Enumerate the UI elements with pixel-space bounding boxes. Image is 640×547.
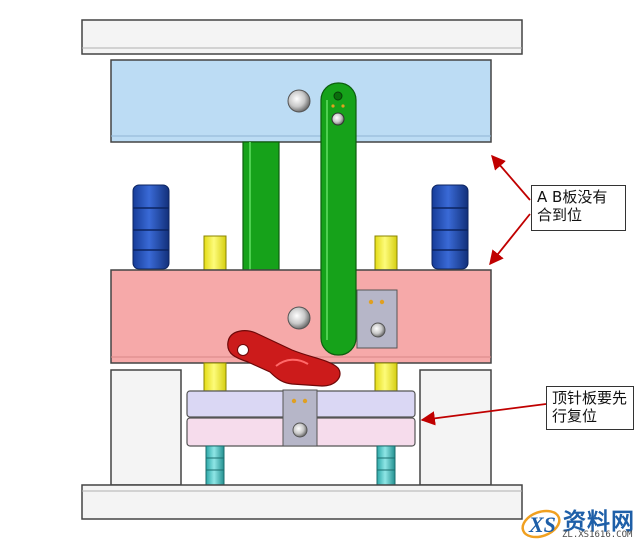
arrow-to-b-plate [489,213,531,266]
steel-block-ejector [282,389,318,447]
red-lever [227,330,341,387]
steel-block-b-plate [356,289,398,349]
watermark: XS 资料网 ZL.XS1616.COM [518,502,638,547]
steel-block-ejector-hole [292,422,308,438]
cyan-pin-left [205,445,225,486]
green-arm-pivot [331,112,345,126]
callout-ab-line1: A B板没有 [537,188,608,206]
spacer-block-left [110,369,182,486]
callout-ab-line2: 合到位 [537,206,583,224]
yellow-pin-lower-left [203,362,227,392]
bottom-clamp-plate [81,484,523,520]
yellow-pin-lower-right [374,362,398,392]
b-plate-hole [287,306,311,330]
blue-guide-bush-right [431,184,469,270]
watermark-url: ZL.XS1616.COM [562,530,633,540]
arrow-to-ejector-plate [420,403,547,426]
watermark-title: 资料网 [563,509,635,535]
green-pillar [242,141,280,271]
green-swing-arm [320,82,357,356]
arrow-to-a-plate [491,154,531,201]
callout-ab-plates: A B板没有 合到位 [531,185,626,231]
callout-ej-line1: 顶针板要先 [552,389,628,407]
watermark-logo-letters: XS [528,512,556,537]
cyan-pin-right [376,445,396,486]
a-plate-hole [287,89,311,113]
spacer-block-right [419,369,492,486]
blue-guide-bush-left [132,184,170,270]
steel-block-b-hole [370,322,386,338]
xs-logo-icon: XS [521,509,561,539]
yellow-pin-upper-right [374,235,398,271]
callout-ejector-plate: 顶针板要先 行复位 [546,386,634,430]
top-clamp-plate [81,19,523,55]
yellow-pin-upper-left [203,235,227,271]
callout-ej-line2: 行复位 [552,407,598,425]
